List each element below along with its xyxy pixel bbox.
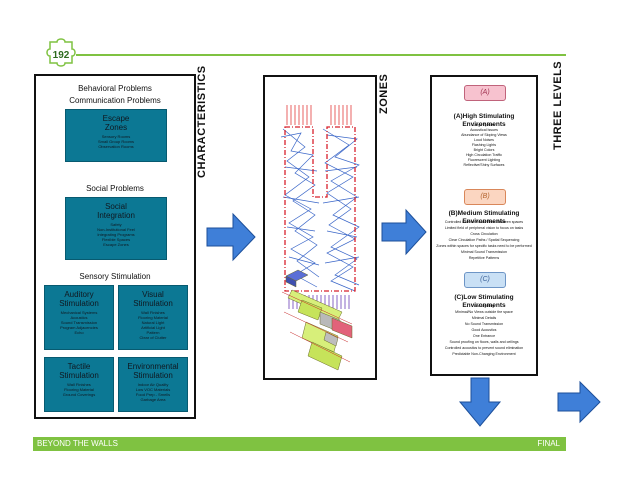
level-b-item: Limited field of peripheral vision to fo… xyxy=(444,226,524,230)
auditory-stimulation-box: Auditory Stimulation Mechanical Systems … xyxy=(44,285,114,350)
level-c-heading: (C)Low Stimulating Environments xyxy=(454,294,514,309)
level-a-item: High Circulation Traffic xyxy=(465,153,503,157)
puzzle-piece-icon xyxy=(46,38,76,67)
tactile-stimulation-box: Tactile Stimulation Wall Finishes Floori… xyxy=(44,357,114,412)
visual-item: Pattern xyxy=(146,330,160,335)
environmental-item: Low VOC Materials xyxy=(135,387,171,392)
environmental-item: Garbage Area xyxy=(140,397,166,402)
level-a-item: Abundance of Sloping Views xyxy=(461,133,507,137)
visual-title: Visual Stimulation xyxy=(133,290,173,308)
level-c-item: Good Acoustics xyxy=(471,328,497,332)
footer-left-text: BEYOND THE WALLS xyxy=(37,439,118,448)
characteristics-panel: Behavioral Problems Communication Proble… xyxy=(34,74,196,419)
level-c-chip: (C) xyxy=(464,272,506,288)
social-item: Non-Institutional Feel xyxy=(97,227,135,232)
visual-item: Natural Light xyxy=(141,320,165,325)
social-problems-heading: Social Problems xyxy=(86,184,144,193)
level-a-item: Flashing Lights xyxy=(471,143,497,147)
axonometric-model xyxy=(282,269,353,371)
tactile-items: Wall Finishes Flooring Material Ground C… xyxy=(45,382,113,397)
right-arrow-icon xyxy=(381,208,427,256)
level-c-item: Minimal/No Views outside the space xyxy=(455,310,513,314)
tactile-title: Tactile Stimulation xyxy=(59,362,99,380)
social-integration-title: Social Integration xyxy=(97,202,135,220)
visual-items: Wall Finishes Flooring Material Natural … xyxy=(119,310,187,340)
level-a-heading: (A)High Stimulating Environments xyxy=(453,113,515,128)
auditory-item: Sound Transmission xyxy=(60,320,98,325)
level-c-item: Predictable Non-Changing Environment xyxy=(452,352,516,356)
visual-item: Flooring Material xyxy=(138,315,168,320)
environmental-items: Indoor Air Quality Low VOC Materials Foo… xyxy=(119,382,187,402)
social-item: Flexible Spaces xyxy=(101,237,131,242)
communication-heading: Communication Problems xyxy=(69,96,161,105)
tactile-item: Wall Finishes xyxy=(67,382,91,387)
auditory-item: Program Adjacencies xyxy=(60,325,98,330)
header-rule xyxy=(76,54,566,56)
level-b-item: Cross Circulation xyxy=(470,232,498,236)
visual-item: Wall Finishes xyxy=(141,310,165,315)
level-b-item: Zones within spaces for specific tasks n… xyxy=(436,244,532,248)
level-a-item: Acoustical Issues xyxy=(470,128,498,132)
auditory-items: Mechanical Systems Acoustics Sound Trans… xyxy=(45,310,113,335)
auditory-item: Echo xyxy=(74,330,84,335)
environmental-item: Food Prep - Smells xyxy=(135,392,171,397)
three-levels-label: THREE LEVELS xyxy=(552,60,564,150)
environmental-item: Indoor Air Quality xyxy=(137,382,169,387)
level-c-item: Sound proofing on floors, walls and ceil… xyxy=(449,340,519,344)
level-c-item: One Entrance xyxy=(472,334,496,338)
characteristics-label: CHARACTERISTICS xyxy=(196,65,208,178)
visual-stimulation-box: Visual Stimulation Wall Finishes Floorin… xyxy=(118,285,188,350)
auditory-item: Mechanical Systems xyxy=(60,310,98,315)
social-item: Integrating Programs xyxy=(97,232,135,237)
sensory-stimulation-heading: Sensory Stimulation xyxy=(79,272,151,281)
levels-panel: (A) (A)High Stimulating Environments Lar… xyxy=(430,75,538,376)
social-item: Escape Zones xyxy=(103,242,129,247)
level-b-item: Controlled Exterior Views/Views Between … xyxy=(444,220,524,224)
level-b-item: Minimal Sound Transmission xyxy=(461,250,507,254)
visual-item: Artificial Light xyxy=(141,325,165,330)
level-a-chip: (A) xyxy=(464,85,506,101)
auditory-title: Auditory Stimulation xyxy=(59,290,99,308)
level-b-heading: (B)Medium Stimulating Environments xyxy=(448,210,520,225)
level-a-item: Bright Colors xyxy=(473,148,495,152)
zones-label: ZONES xyxy=(378,73,390,114)
footer-bar: BEYOND THE WALLS FINAL xyxy=(33,437,566,451)
environmental-title: Environmental Stimulation xyxy=(127,362,179,380)
level-b-item: Clear Circulation Paths / Spatial Sequen… xyxy=(448,238,520,242)
escape-zones-title: Escape Zones xyxy=(102,114,130,132)
visual-item: Clear of Clutter xyxy=(139,335,167,340)
right-arrow-icon xyxy=(206,212,256,262)
tactile-item: Ground Coverings xyxy=(62,392,96,397)
auditory-item: Acoustics xyxy=(70,315,88,320)
level-a-item: Fluorescent Lighting xyxy=(467,158,501,162)
level-a-item: Reflective/Shiny Surfaces xyxy=(463,163,505,167)
level-b-chip: (B) xyxy=(464,189,506,205)
escape-zones-items: Sensory Rooms Small Group Rooms Observat… xyxy=(66,134,166,149)
escape-item: Small Group Rooms xyxy=(97,139,134,144)
page-number: 192 xyxy=(52,50,70,61)
level-c-item: No Sound Transmission xyxy=(464,322,504,326)
tactile-item: Flooring Material xyxy=(64,387,94,392)
footer-right-text: FINAL xyxy=(537,439,560,448)
level-a-item: Large Spaces xyxy=(472,123,496,127)
level-a-item: Loud Noises xyxy=(474,138,494,142)
social-integration-box: Social Integration Safety Non-Institutio… xyxy=(65,197,167,260)
social-integration-items: Safety Non-Institutional Feel Integratin… xyxy=(66,222,166,247)
level-c-item: Controlled acoustics to prevent sound el… xyxy=(444,346,524,350)
level-b-item: Repetitive Patterns xyxy=(468,256,500,260)
escape-zones-box: Escape Zones Sensory Rooms Small Group R… xyxy=(65,109,167,162)
level-c-item: Minimal Details xyxy=(471,316,497,320)
social-item: Safety xyxy=(110,222,122,227)
environmental-stimulation-box: Environmental Stimulation Indoor Air Qua… xyxy=(118,357,188,412)
escape-item: Sensory Rooms xyxy=(101,134,131,139)
behavioral-heading: Behavioral Problems xyxy=(78,84,152,93)
escape-item: Observation Rooms xyxy=(98,144,134,149)
right-arrow-icon xyxy=(557,380,601,424)
down-arrow-icon xyxy=(458,377,502,427)
level-c-item: Low Lighting xyxy=(473,304,495,308)
